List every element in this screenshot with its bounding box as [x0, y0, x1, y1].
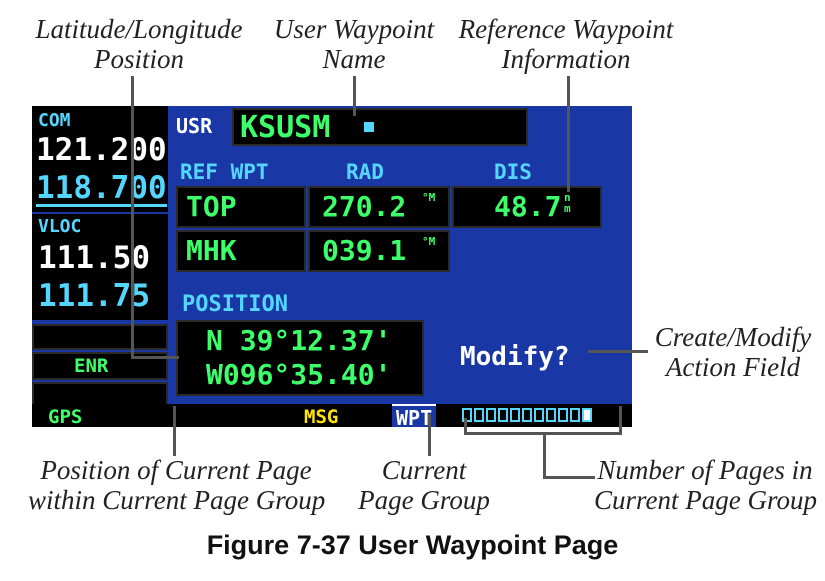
- callout-reference-waypoint-line1: Reference Waypoint: [458, 14, 674, 44]
- leader-page-count-bracket-left: [464, 418, 467, 434]
- rad-field-2[interactable]: [308, 230, 450, 272]
- callout-action-field-line1: Create/Modify: [654, 322, 812, 352]
- page-box: [510, 408, 520, 422]
- callout-page-group-line2: Page Group: [358, 485, 490, 515]
- leader-page-count-stem: [543, 432, 546, 478]
- callout-number-of-pages-line2: Current Page Group: [594, 485, 817, 515]
- leader-page-count-foot: [543, 476, 595, 479]
- com-label: COM: [38, 110, 71, 131]
- header-dis: DIS: [494, 160, 532, 184]
- rad-value-1: 270.2: [322, 190, 407, 223]
- msg-annunciator[interactable]: MSG: [304, 406, 339, 427]
- page-box: [522, 408, 532, 422]
- ref-wpt-2: MHK: [186, 234, 237, 267]
- leader-action-field: [588, 350, 648, 353]
- rad-field-1[interactable]: [308, 186, 450, 228]
- modify-action-field[interactable]: Modify?: [460, 342, 570, 372]
- rad-unit-2: °M: [422, 235, 436, 248]
- com-standby-frequency[interactable]: 118.700: [36, 170, 167, 207]
- callout-lat-lon-line2: Position: [93, 44, 184, 74]
- callout-lat-lon: Latitude/Longitude Position: [30, 14, 248, 74]
- callout-user-waypoint-line1: User Waypoint: [273, 14, 435, 44]
- leader-page-group: [428, 414, 431, 456]
- longitude: W096°35.40': [206, 358, 392, 391]
- callout-number-of-pages-line1: Number of Pages in: [597, 455, 813, 485]
- callout-user-waypoint: User Waypoint Name: [272, 14, 436, 74]
- page-box-current: [582, 408, 592, 422]
- position-field[interactable]: [176, 320, 424, 396]
- vloc-panel[interactable]: [32, 214, 168, 320]
- callout-number-of-pages: Number of Pages in Current Page Group: [594, 455, 817, 515]
- callout-reference-waypoint: Reference Waypoint Information: [456, 14, 676, 74]
- callout-page-group: Current Page Group: [352, 455, 496, 515]
- leader-lat-lon-horizontal: [131, 356, 179, 359]
- header-rad: RAD: [346, 160, 384, 184]
- leader-user-waypoint: [353, 76, 356, 116]
- page-box: [486, 408, 496, 422]
- callout-page-position-line1: Position of Current Page: [40, 455, 312, 485]
- leader-page-position: [173, 406, 176, 456]
- page-box: [534, 408, 544, 422]
- callout-reference-waypoint-line2: Information: [501, 44, 631, 74]
- dis-field-1[interactable]: [452, 186, 602, 228]
- vloc-label: VLOC: [38, 216, 82, 237]
- cursor-icon: [364, 122, 374, 132]
- page-count-indicator: [462, 408, 622, 424]
- latitude: N 39°12.37': [206, 324, 392, 357]
- callout-action-field: Create/Modify Action Field: [648, 322, 818, 382]
- cdi-box-top: [32, 324, 168, 350]
- com-active-frequency[interactable]: 121.200: [36, 132, 167, 168]
- header-ref-wpt: REF WPT: [180, 160, 269, 184]
- ref-wpt-field-1[interactable]: [176, 186, 306, 228]
- position-label: POSITION: [182, 292, 288, 317]
- gps-screen: COM 121.200 118.700 VLOC 111.50 111.75 E…: [32, 106, 632, 427]
- leader-page-count-bracket-right: [619, 406, 622, 434]
- callout-page-position-line2: within Current Page Group: [28, 485, 326, 515]
- ref-wpt-field-2[interactable]: [176, 230, 306, 272]
- cdi-box-bottom: [32, 382, 168, 406]
- waypoint-name: KSUSM: [240, 110, 331, 145]
- rad-value-2: 039.1: [322, 234, 407, 267]
- page-box: [570, 408, 580, 422]
- callout-user-waypoint-line2: Name: [322, 44, 386, 74]
- callout-page-group-line1: Current: [381, 455, 467, 485]
- dis-value-1: 48.7: [494, 190, 562, 223]
- leader-lat-lon-vertical: [131, 76, 134, 358]
- callout-lat-lon-line1: Latitude/Longitude: [35, 14, 243, 44]
- mode-label: ENR: [74, 355, 109, 377]
- page-box: [546, 408, 556, 422]
- figure-caption: Figure 7-37 User Waypoint Page: [206, 530, 619, 560]
- gps-annunciator: GPS: [48, 406, 83, 427]
- page-box: [462, 408, 472, 422]
- page-box: [558, 408, 568, 422]
- callout-page-position: Position of Current Page within Current …: [28, 455, 326, 515]
- usr-label: USR: [176, 114, 213, 138]
- callout-action-field-line2: Action Field: [665, 352, 801, 382]
- ref-wpt-1: TOP: [186, 190, 237, 223]
- page-box: [474, 408, 484, 422]
- waypoint-name-field[interactable]: [232, 108, 528, 146]
- rad-unit-1: °M: [422, 191, 436, 204]
- page-group-label: WPT: [392, 404, 437, 427]
- leader-reference-waypoint: [567, 76, 570, 192]
- page-box: [498, 408, 508, 422]
- dis-unit-1: nm: [564, 191, 571, 215]
- com-panel[interactable]: [32, 106, 168, 212]
